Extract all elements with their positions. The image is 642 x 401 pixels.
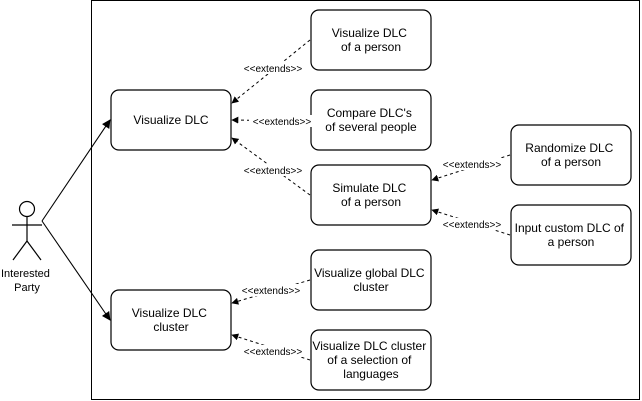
actor-label-line-1: Interested [1, 268, 50, 280]
use-case-label: cluster [153, 320, 188, 334]
svg-text:Visualize DLC cluster: Visualize DLC cluster [132, 306, 211, 334]
extends-label-text: <<extends>> [443, 220, 502, 231]
use-case-visualize-cluster-selection: Visualize DLC cluster of a selection of … [310, 329, 432, 391]
extends-label-global-cluster: <<extends>> [238, 284, 304, 297]
svg-text:Compare DLC's of several: Compare DLC's of several people [325, 106, 417, 134]
svg-text:Visualize DLC cluster of: Visualize DLC cluster of a selection of … [312, 339, 429, 381]
association-visualize-dlc [41, 119, 111, 222]
extends-label-visualize-person: <<extends>> [240, 62, 306, 75]
extends-label-text: <<extends>> [244, 64, 303, 75]
svg-text:Interested Party: Interested Party [1, 268, 53, 294]
svg-text:Visualize DLC of a perso: Visualize DLC of a person [332, 26, 411, 54]
use-case-input-custom-dlc: Input custom DLC of a person [510, 204, 632, 266]
use-case-label: a person [548, 235, 595, 249]
association-visualize-dlc-cluster [41, 220, 111, 321]
extends-label-text: <<extends>> [443, 160, 502, 171]
use-case-label: of several people [325, 120, 417, 134]
use-case-label: Visualize global DLC [314, 266, 425, 280]
use-case-randomize-dlc: Randomize DLC of a person [510, 124, 632, 186]
extends-line-global-cluster [231, 279, 311, 305]
use-case-label: Visualize DLC cluster [312, 339, 426, 353]
use-case-label: Compare DLC's [327, 106, 412, 120]
use-case-label: cluster [353, 280, 388, 294]
use-case-label: of a person [341, 195, 401, 209]
actor-head [18, 200, 36, 218]
svg-text:Simulate DLC of a person: Simulate DLC of a person [332, 181, 409, 209]
actor-right-leg [26, 240, 42, 261]
use-case-label: Visualize DLC [133, 113, 208, 127]
extends-label-text: <<extends>> [253, 117, 312, 128]
extends-label-input-custom: <<extends>> [439, 218, 505, 231]
actor-interested-party: Interested Party [1, 200, 53, 294]
svg-text:Visualize DLC: Visualize DLC [133, 113, 208, 127]
extends-label-text: <<extends>> [242, 286, 301, 297]
use-case-label: of a person [341, 40, 401, 54]
use-case-label: of a person [541, 155, 601, 169]
use-case-label: Simulate DLC [332, 181, 406, 195]
actor-left-leg [12, 240, 28, 261]
use-case-visualize-dlc-cluster: Visualize DLC cluster [110, 289, 232, 351]
system-boundary [91, 0, 640, 400]
actor-label-line-2: Party [14, 282, 40, 294]
extends-label-randomize: <<extends>> [439, 158, 505, 171]
extends-line-input-custom [431, 208, 511, 236]
use-case-label: of a selection of [327, 353, 412, 367]
extends-label-compare: <<extends>> [249, 115, 315, 128]
svg-text:Randomize DLC of a perso: Randomize DLC of a person [525, 141, 616, 169]
use-case-label: Input custom DLC of [515, 221, 625, 235]
use-case-label: Visualize DLC [132, 306, 207, 320]
extends-label-text: <<extends>> [244, 166, 303, 177]
use-case-compare-dlcs: Compare DLC's of several people [310, 89, 432, 151]
svg-text:Input custom DLC of a pe: Input custom DLC of a person [515, 221, 628, 249]
extends-label-text: <<extends>> [244, 347, 303, 358]
svg-text:Visualize global DLC clu: Visualize global DLC cluster [314, 266, 428, 294]
use-case-visualize-dlc-person: Visualize DLC of a person [310, 9, 432, 71]
extends-label-cluster-selection: <<extends>> [240, 345, 306, 358]
use-case-label: Randomize DLC [525, 141, 613, 155]
use-case-visualize-global-cluster: Visualize global DLC cluster [310, 249, 432, 311]
use-case-simulate-dlc: Simulate DLC of a person [310, 164, 432, 226]
extends-label-simulate: <<extends>> [240, 164, 306, 177]
use-case-label: languages [343, 367, 398, 381]
use-case-visualize-dlc: Visualize DLC [110, 89, 232, 151]
use-case-label: Visualize DLC [332, 26, 407, 40]
